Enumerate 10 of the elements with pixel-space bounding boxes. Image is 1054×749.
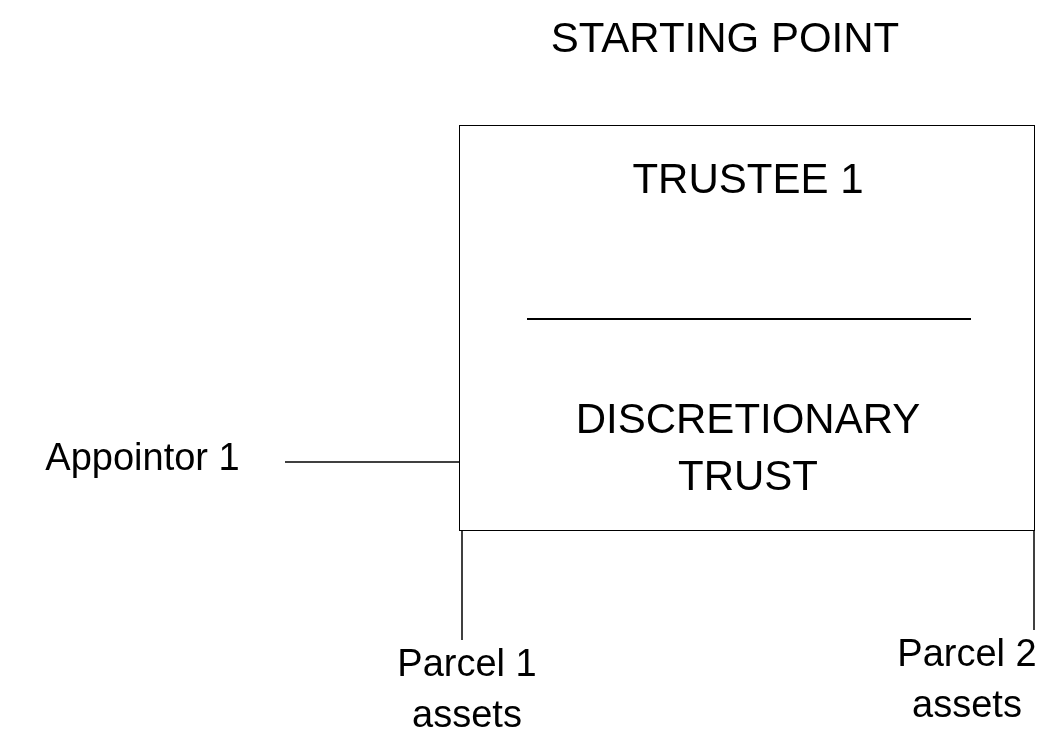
parcel-label: Parcel 1 assets: [396, 641, 538, 738]
appointor-label: Appointor 1: [44, 435, 241, 480]
trust-name: DISCRETIONARY TRUST: [574, 394, 922, 501]
connector-line: [461, 530, 463, 641]
connector-line: [284, 461, 460, 463]
parcel-label: Parcel 2 assets: [896, 631, 1038, 728]
trustee-heading: TRUSTEE 1: [631, 154, 865, 204]
diagram-title: STARTING POINT: [549, 13, 901, 63]
trust-box: [459, 125, 1035, 531]
connector-line: [1033, 530, 1035, 631]
